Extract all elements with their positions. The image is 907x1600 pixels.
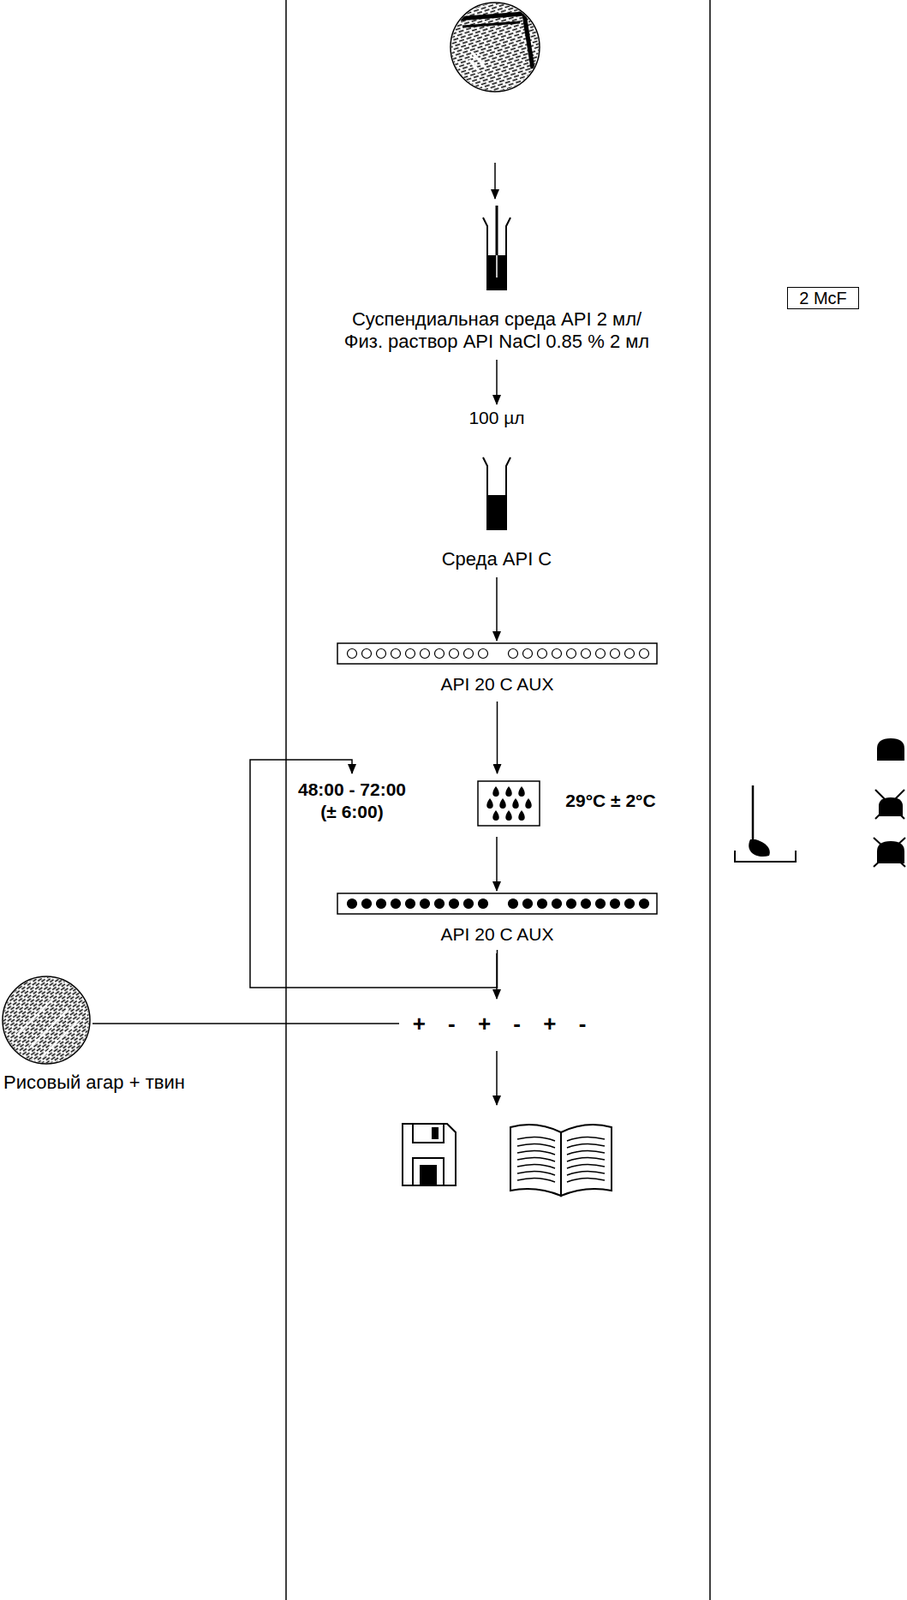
dish-label: Рисовый агар + твин <box>3 1071 187 1094</box>
strip-read: API 20 C AUX <box>336 892 658 945</box>
box-label: 2 McF <box>798 287 848 309</box>
column-lines <box>286 0 711 1600</box>
test-strip <box>336 642 658 665</box>
incubation-time: 48:00 - 72:00 (± 6:00) <box>297 778 408 824</box>
book-icon <box>510 1124 612 1196</box>
flow-connector <box>495 359 498 405</box>
result-pattern: + - + - + - <box>411 1010 588 1037</box>
flow-connector <box>250 759 498 988</box>
strip-inoculated: API 20 C AUX <box>336 642 658 695</box>
test-strip <box>336 892 658 915</box>
incubation-box <box>477 780 541 827</box>
floppy-icon <box>402 1123 456 1186</box>
rice-agar-node: Рисовый агар + твин <box>0 974 187 1094</box>
leader-line <box>92 1023 400 1025</box>
test-tube <box>477 205 516 292</box>
incubation-temperature: 29°C ± 2°C <box>564 789 657 812</box>
strip-label: API 20 C AUX <box>440 924 555 945</box>
culture-dish <box>445 0 549 95</box>
storage-symbols <box>873 738 906 867</box>
test-tube <box>477 445 516 532</box>
tube-label: Среда API C <box>441 548 554 571</box>
tube-label: Суспендиальная среда API 2 мл/ Физ. раст… <box>343 308 651 353</box>
flow-connector <box>496 701 499 774</box>
incubation-step: 48:00 - 72:00 (± 6:00) 29°C ± 2°C <box>289 775 705 830</box>
flow-connector <box>495 577 498 641</box>
pipette-icon <box>734 785 796 862</box>
suspension-tube: Суспендиальная среда API 2 мл/ Физ. раст… <box>343 205 651 353</box>
flow-connector <box>495 836 498 891</box>
rice-agar-dish <box>0 974 95 1068</box>
flow-arrow <box>496 1050 498 1105</box>
medium-tube: Среда API C <box>441 445 554 571</box>
strip-label: API 20 C AUX <box>440 674 555 695</box>
turbidity-box: 2 McF <box>787 286 860 310</box>
flow-arrow <box>495 162 496 199</box>
edge-label: 100 µл <box>467 407 526 429</box>
